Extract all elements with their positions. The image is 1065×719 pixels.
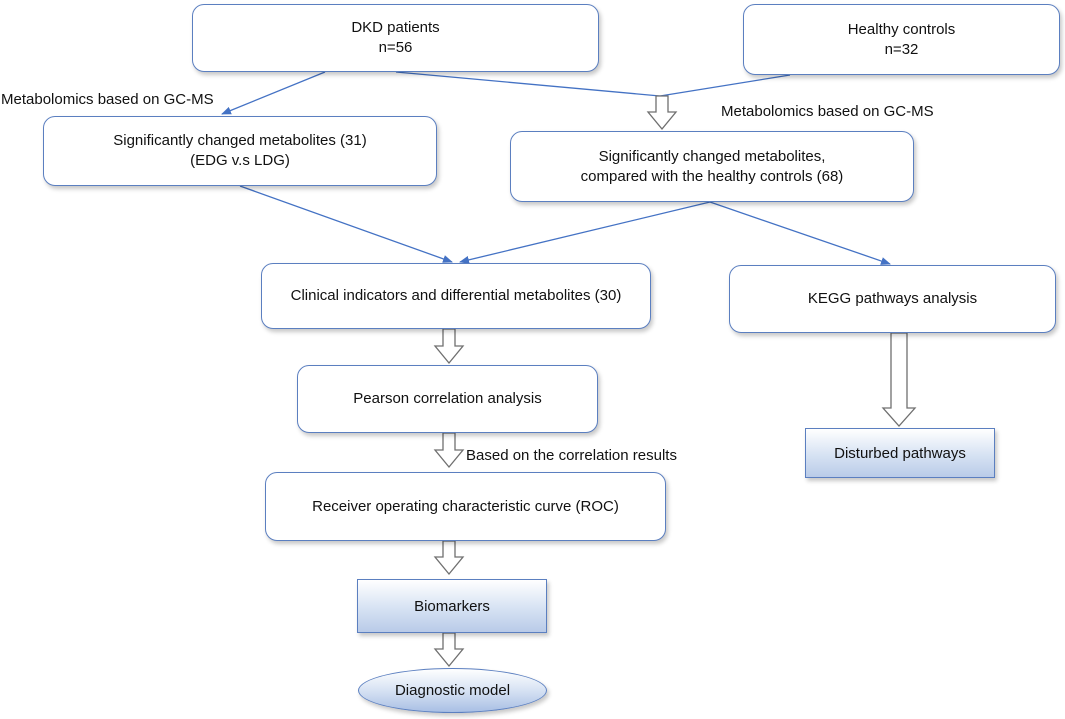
gcms-label-left: Metabolomics based on GC-MS — [1, 91, 214, 108]
significant-metabolites-68-title: Significantly changed metabolites, — [598, 147, 826, 165]
healthy-controls-label: Healthy controls — [847, 20, 956, 38]
biomarkers-text: Biomarkers — [414, 597, 490, 615]
hollow-arrow-pearson-to-roc — [433, 432, 465, 469]
hollow-arrow-clinical-to-pearson — [433, 328, 465, 365]
significant-metabolites-31-box: Significantly changed metabolites (31) (… — [43, 116, 437, 186]
connector-dkd-to-healthy-merge — [395, 71, 661, 97]
clinical-indicators-box: Clinical indicators and differential met… — [261, 263, 651, 329]
diagnostic-model-text: Diagnostic model — [394, 682, 511, 699]
connector-sig31-to-clinical — [239, 185, 453, 263]
disturbed-pathways-text: Disturbed pathways — [834, 444, 966, 462]
connector-healthy-to-merge — [659, 74, 791, 97]
roc-curve-box: Receiver operating characteristic curve … — [265, 472, 666, 541]
dkd-patients-count: n=56 — [378, 39, 413, 56]
clinical-indicators-text: Clinical indicators and differential met… — [290, 287, 622, 304]
hollow-arrow-merge-to-sig68 — [646, 95, 678, 131]
kegg-analysis-box: KEGG pathways analysis — [729, 265, 1056, 333]
dkd-patients-label: DKD patients — [351, 19, 440, 36]
healthy-controls-count: n=32 — [884, 40, 919, 58]
correlation-results-label: Based on the correlation results — [466, 447, 677, 464]
kegg-analysis-text: KEGG pathways analysis — [807, 290, 978, 307]
dkd-patients-box: DKD patients n=56 — [192, 4, 599, 72]
significant-metabolites-31-subtitle: (EDG v.s LDG) — [190, 152, 290, 169]
hollow-arrow-kegg-to-disturbed — [881, 332, 917, 427]
gcms-label-right: Metabolomics based on GC-MS — [721, 103, 934, 120]
hollow-arrow-biomarkers-to-diagnostic — [433, 632, 465, 668]
diagnostic-model-ellipse: Diagnostic model — [358, 668, 547, 713]
healthy-controls-box: Healthy controls n=32 — [743, 4, 1060, 75]
significant-metabolites-31-title: Significantly changed metabolites (31) — [113, 132, 367, 149]
connector-dkd-to-sig31 — [221, 71, 326, 115]
significant-metabolites-68-subtitle: compared with the healthy controls (68) — [580, 167, 844, 185]
hollow-arrow-roc-to-biomarkers — [433, 540, 465, 576]
roc-curve-text: Receiver operating characteristic curve … — [312, 497, 619, 515]
pearson-correlation-text: Pearson correlation analysis — [353, 390, 542, 407]
disturbed-pathways-box: Disturbed pathways — [805, 428, 995, 478]
significant-metabolites-68-box: Significantly changed metabolites, compa… — [510, 131, 914, 202]
connector-sig68-to-clinical — [459, 201, 711, 264]
pearson-correlation-box: Pearson correlation analysis — [297, 365, 598, 433]
connector-sig68-to-kegg — [709, 201, 891, 265]
biomarkers-box: Biomarkers — [357, 579, 547, 633]
